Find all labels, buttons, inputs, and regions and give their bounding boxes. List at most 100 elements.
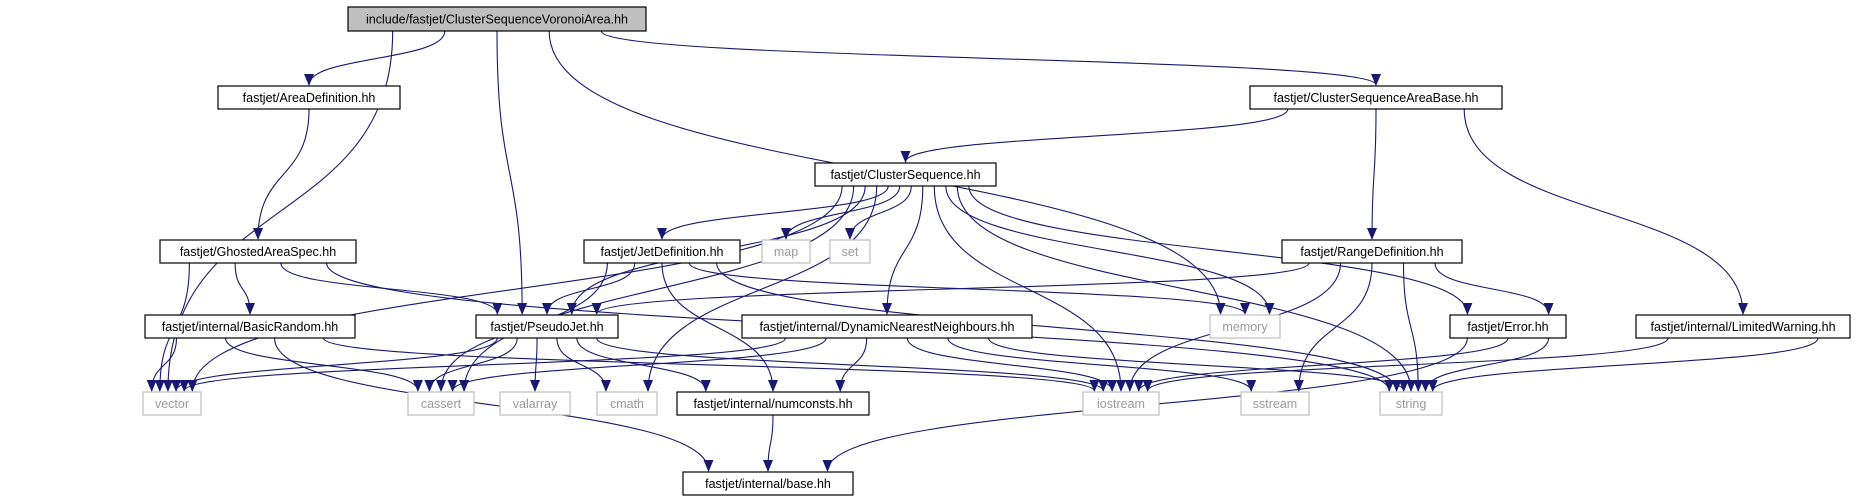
node-cs[interactable]: fastjet/ClusterSequence.hh [814,162,997,187]
node-csab-box [1249,85,1503,110]
edge-dnn-to-iostream [906,337,1118,392]
node-cmath: cmath [596,391,658,416]
node-vector-box [142,391,202,416]
node-ghost-label: fastjet/GhostedAreaSpec.hh [180,245,336,259]
node-root: include/fastjet/ClusterSequenceVoronoiAr… [347,6,647,32]
node-memory-label: memory [1222,320,1268,334]
edge-cs-to-jetdef [657,185,889,240]
edge-root-to-csab [600,30,1381,86]
dependency-edges [146,30,1819,472]
edge-jetdef-to-string [716,262,1402,392]
node-jetdef-box [583,239,741,264]
node-numconsts-label: fastjet/internal/numconsts.hh [693,397,852,411]
node-limwarn-label: fastjet/internal/LimitedWarning.hh [1650,320,1835,334]
node-base-box [682,471,854,496]
edge-limwarn-to-iostream [1142,337,1669,392]
node-areadef-label: fastjet/AreaDefinition.hh [243,91,376,105]
node-map: map [761,239,811,264]
node-jetdef-label: fastjet/JetDefinition.hh [601,245,724,259]
edge-csab-to-cs [900,108,1289,163]
edge-dnn-to-sstream [947,337,1257,392]
node-areadef[interactable]: fastjet/AreaDefinition.hh [217,85,401,110]
node-dnn-label: fastjet/internal/DynamicNearestNeighbour… [760,320,1015,334]
node-cassert-label: cassert [421,397,462,411]
edge-areadef-to-ghost [253,108,310,240]
node-memory-box [1209,314,1281,339]
node-rangedef[interactable]: fastjet/RangeDefinition.hh [1281,239,1463,264]
node-basicrand[interactable]: fastjet/internal/BasicRandom.hh [144,314,356,339]
edge-rangedef-to-string [1402,262,1424,392]
edge-numconsts-to-base [763,414,774,472]
edge-cs-to-iostream [933,185,1126,392]
node-cassert-box [407,391,475,416]
node-iostream-label: iostream [1097,397,1145,411]
node-string-box [1379,391,1443,416]
edge-root-to-pj [496,30,528,315]
node-string-label: string [1396,397,1427,411]
edge-pj-to-cmath [556,337,611,392]
edge-pj-to-vector [171,337,498,392]
node-error-label: fastjet/Error.hh [1467,320,1548,334]
edge-cs-to-set [845,185,912,240]
node-limwarn[interactable]: fastjet/internal/LimitedWarning.hh [1635,314,1851,339]
node-error[interactable]: fastjet/Error.hh [1449,314,1567,339]
node-rangedef-box [1281,239,1463,264]
edge-pj-to-valarray [530,337,541,392]
node-sstream: sstream [1240,391,1310,416]
edge-dnn-to-string [987,337,1409,392]
edge-rangedef-to-error [1434,262,1554,315]
node-error-box [1449,314,1567,339]
node-set: set [829,239,871,264]
node-csab[interactable]: fastjet/ClusterSequenceAreaBase.hh [1249,85,1503,110]
node-sstream-label: sstream [1253,397,1297,411]
node-valarray: valarray [499,391,571,416]
node-map-box [761,239,811,264]
node-basicrand-label: fastjet/internal/BasicRandom.hh [162,320,339,334]
node-set-label: set [842,245,859,259]
node-ghost-box [159,239,357,264]
node-basicrand-box [144,314,356,339]
node-pj-label: fastjet/PseudoJet.hh [490,320,603,334]
node-iostream: iostream [1082,391,1160,416]
node-ghost[interactable]: fastjet/GhostedAreaSpec.hh [159,239,357,264]
node-pj[interactable]: fastjet/PseudoJet.hh [475,314,619,339]
node-set-box [829,239,871,264]
node-csab-label: fastjet/ClusterSequenceAreaBase.hh [1274,91,1479,105]
node-jetdef[interactable]: fastjet/JetDefinition.hh [583,239,741,264]
edge-cs-to-cassert [459,185,855,392]
edge-jetdef-to-numconsts [661,262,778,392]
node-sstream-box [1240,391,1310,416]
edge-cs-to-cmath [643,185,878,392]
edge-rangedef-to-pj [591,262,1310,315]
edge-csab-to-rangedef [1367,108,1378,240]
node-vector: vector [142,391,202,416]
edge-root-to-areadef [304,30,446,86]
edge-cs-to-memory [945,185,1275,315]
edge-dnn-to-vector [179,337,787,392]
node-cmath-box [596,391,658,416]
edge-cs-to-string [956,185,1416,392]
edge-error-to-iostream [1133,337,1509,392]
node-numconsts-box [676,391,870,416]
node-cs-label: fastjet/ClusterSequence.hh [830,168,980,182]
edge-basicrand-to-vector [146,337,178,392]
edge-cs-to-error [968,185,1473,315]
edge-ghost-to-pj [280,262,503,315]
node-map-label: map [774,245,798,259]
edge-cs-to-vector [187,185,843,392]
node-cmath-label: cmath [610,397,644,411]
edge-csab-to-limwarn [1463,108,1748,315]
node-numconsts[interactable]: fastjet/internal/numconsts.hh [676,391,870,416]
node-dnn[interactable]: fastjet/internal/DynamicNearestNeighbour… [741,314,1033,339]
node-root-label: include/fastjet/ClusterSequenceVoronoiAr… [366,13,628,27]
node-dnn-box [741,314,1033,339]
node-base[interactable]: fastjet/internal/base.hh [682,471,854,496]
node-rangedef-label: fastjet/RangeDefinition.hh [1300,245,1443,259]
edge-basicrand-to-cassert [224,337,423,392]
edge-rangedef-to-sstream [1293,262,1373,392]
edge-limwarn-to-string [1427,337,1819,392]
node-areadef-box [217,85,401,110]
edge-ghost-to-basicrand [234,262,255,315]
node-vector-label: vector [155,397,189,411]
